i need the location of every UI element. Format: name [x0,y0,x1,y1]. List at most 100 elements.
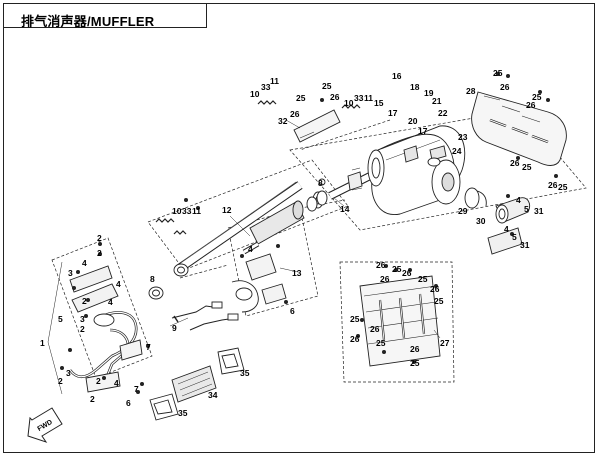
callout-3: 3 [80,314,85,324]
callout-4: 4 [116,279,121,289]
callout-10: 10 [344,98,354,108]
callout-1: 1 [40,338,45,348]
callout-16: 16 [392,71,402,81]
callout-34: 34 [208,390,218,400]
header-pipe [148,181,303,300]
callout-9: 9 [172,323,177,333]
callout-11: 11 [192,206,201,216]
callout-3: 3 [66,368,71,378]
callout-28: 28 [466,86,476,96]
diagram-frame [3,3,595,453]
callout-26: 26 [380,274,390,284]
callout-26: 26 [376,260,386,270]
lower-gaskets [149,347,245,421]
callout-15: 15 [374,98,384,108]
springs [155,100,361,235]
callout-25: 25 [522,162,532,172]
callout-2: 2 [96,376,101,386]
callout-35: 35 [178,408,188,418]
lower-heat-shield [359,275,441,367]
callout-33: 33 [354,93,364,103]
callout-5: 5 [512,232,517,242]
callout-25: 25 [322,81,332,91]
callout-8: 8 [318,178,323,188]
callout-25: 25 [410,358,420,368]
callout-31: 31 [534,206,544,216]
front-header-assembly [68,265,143,393]
callout-6: 6 [126,398,131,408]
callout-8: 8 [150,274,155,284]
left-group-outline [51,237,153,379]
callout-10: 10 [250,89,260,99]
callout-17: 17 [388,108,398,118]
callout-4: 4 [248,244,253,254]
muffler-body [367,125,466,215]
callout-26: 26 [548,180,558,190]
fwd-arrow [27,407,63,443]
callout-31: 31 [520,240,530,250]
callout-11: 11 [270,76,279,86]
callout-25: 25 [532,92,542,102]
callout-2: 2 [80,324,85,334]
heat-shield-outline [339,261,455,383]
callout-4: 4 [516,195,521,205]
callout-25: 25 [392,264,402,274]
callout-27: 27 [440,338,450,348]
muffler-group-outline [289,109,587,231]
callout-26: 26 [526,100,536,110]
callout-26: 26 [500,82,510,92]
callout-25: 25 [350,314,360,324]
callout-22: 22 [438,108,448,118]
title-box: 排气消声器/MUFFLER [3,3,207,29]
callout-2: 2 [58,376,63,386]
callout-30: 30 [476,216,486,226]
callout-2: 2 [82,296,87,306]
connecting-pipe [306,167,372,212]
callout-25: 25 [434,296,444,306]
callout-11: 11 [364,93,373,103]
callout-5: 5 [524,204,529,214]
header-pipe-outline [147,159,349,271]
callout-4: 4 [82,258,87,268]
callout-13: 13 [292,268,302,278]
callout-23: 23 [458,132,468,142]
callout-3: 3 [68,268,73,278]
callout-25: 25 [493,68,503,78]
callout-29: 29 [458,206,468,216]
upper-heat-shield [471,91,567,166]
callout-2: 2 [97,233,102,243]
callout-26: 26 [350,334,360,344]
callout-10: 10 [172,206,182,216]
callout-26: 26 [330,92,340,102]
o2-sensor-wires [171,301,239,331]
leader-lines [47,119,441,395]
callout-labels: 1 2 2 3 4 4 2 4 5 3 2 7 3 2 2 4 7 6 2 8 … [40,68,568,418]
callout-4: 4 [504,224,509,234]
callout-25: 25 [418,274,428,284]
muffler-bracket [293,109,341,143]
callout-6: 6 [290,306,295,316]
callout-26: 26 [370,324,380,334]
callout-14: 14 [340,204,350,214]
callout-26: 26 [510,158,520,168]
callout-25: 25 [296,93,306,103]
callout-17: 17 [418,126,428,136]
callout-33: 33 [182,206,192,216]
callout-32: 32 [278,116,288,126]
callout-7: 7 [134,384,139,394]
callout-20: 20 [408,116,418,126]
callout-25: 25 [558,182,568,192]
callout-35: 35 [240,368,250,378]
bolts [60,72,558,394]
callout-33: 33 [261,82,271,92]
page-title: 排气消声器/MUFFLER [21,14,155,29]
callout-21: 21 [432,96,442,106]
callout-18: 18 [410,82,420,92]
callout-26: 26 [402,268,412,278]
callout-7: 7 [146,342,151,352]
callout-12: 12 [222,205,232,215]
cat-bracket [231,253,287,313]
callout-4: 4 [108,297,113,307]
callout-26: 26 [410,344,420,354]
